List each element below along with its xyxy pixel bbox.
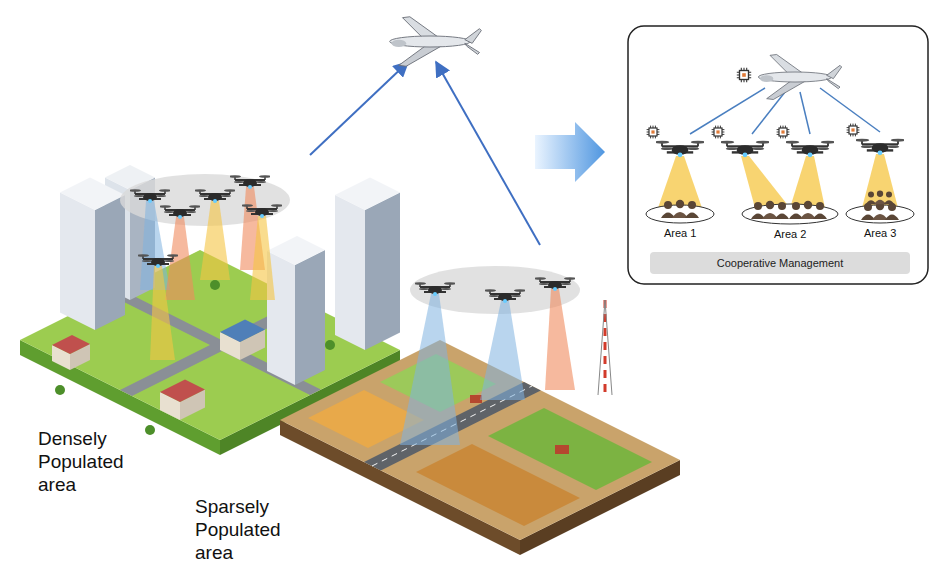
area-label: Area 1 — [664, 227, 696, 240]
management-bar: Cooperative Management — [650, 252, 910, 274]
inset-panel-part — [741, 156, 790, 208]
drone-swarms-part — [150, 266, 175, 360]
buildings-part — [60, 193, 95, 331]
region-label: Densely Populated area — [38, 428, 138, 496]
inset-panel-part — [862, 154, 898, 208]
buildings-part — [160, 380, 205, 403]
inset-panel-part — [751, 201, 789, 219]
uplinks-part — [390, 17, 482, 67]
drone-swarms — [120, 174, 580, 445]
uplinks-part — [436, 62, 540, 245]
buildings — [52, 165, 400, 420]
drone-swarms-part — [414, 282, 456, 296]
inset-panel-part — [655, 141, 705, 158]
drone-swarms-part — [484, 289, 526, 303]
inset-panel-part — [790, 156, 825, 208]
inset-panel-part — [720, 141, 770, 158]
uplinks-part — [310, 62, 408, 155]
inset-panel-part — [861, 202, 899, 220]
drone-swarms-part — [534, 277, 576, 291]
drone-swarms-part — [137, 254, 179, 268]
drone-swarms-part — [159, 205, 201, 219]
drone-swarms-part — [545, 289, 575, 390]
inset-panel-part — [785, 141, 835, 158]
inset-panel-part — [847, 124, 860, 137]
buildings-part — [335, 195, 365, 350]
city-platform-part — [325, 340, 335, 350]
drone-swarms-part — [241, 204, 283, 218]
city-platform-part — [145, 425, 155, 435]
city-platform-part — [55, 385, 65, 395]
drone-swarms-part — [129, 189, 171, 203]
transition-arrow — [535, 122, 605, 182]
city-platform-part — [210, 280, 220, 290]
drone-swarms-part — [194, 189, 236, 203]
inset-panel — [628, 26, 928, 284]
buildings-part — [267, 236, 325, 265]
inset-panel-part — [690, 88, 765, 134]
inset-panel-part — [866, 191, 895, 205]
farm-platform — [280, 300, 680, 555]
buildings-part — [295, 250, 325, 385]
drone-swarms-part — [229, 175, 271, 189]
drone-swarms-part — [200, 201, 230, 280]
inset-panel-part — [800, 92, 810, 134]
inset-panel-part — [855, 139, 905, 156]
inset-panel-part — [661, 200, 699, 218]
farm-platform-part — [555, 445, 569, 454]
inset-panel-part — [777, 126, 790, 139]
drone-swarms-part — [250, 216, 275, 300]
inset-panel-part — [737, 68, 751, 82]
drone-swarms-part — [480, 301, 525, 400]
buildings-part — [220, 320, 265, 343]
inset-panel-part — [789, 201, 827, 219]
uplinks — [310, 17, 540, 245]
farm-platform-part — [280, 340, 680, 540]
inset-panel-part — [647, 126, 660, 139]
area-label: Area 2 — [774, 228, 806, 241]
buildings-part — [335, 178, 400, 211]
bar-text: Cooperative Management — [717, 257, 844, 269]
buildings-part — [52, 335, 90, 354]
drone-swarms-part — [400, 294, 460, 445]
inset-panel-part — [712, 126, 725, 139]
buildings-part — [60, 178, 125, 211]
region-label: Sparsely Populated area — [195, 496, 295, 564]
farm-platform-part — [598, 300, 605, 395]
farm-platform-part — [605, 300, 612, 395]
area-label: Area 3 — [864, 227, 896, 240]
farm-platform-part — [488, 408, 652, 490]
inset-panel-part — [628, 26, 928, 284]
buildings-part — [365, 193, 400, 351]
farm-platform-part — [470, 395, 482, 403]
inset-panel-part — [758, 55, 841, 100]
buildings-part — [95, 195, 125, 330]
